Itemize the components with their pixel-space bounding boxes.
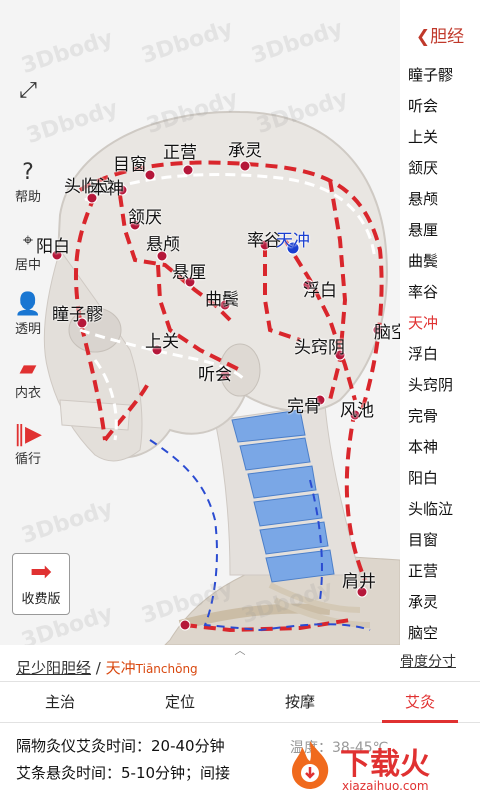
list-item[interactable]: 完骨 [408,407,439,425]
question-icon: ? [22,160,34,185]
play-bars-icon: ‖▶ [14,422,42,447]
transparent-button[interactable]: 👤 透明 [6,292,50,337]
list-item[interactable]: 头窍阴 [408,376,454,394]
point-label[interactable]: 脑空 [374,323,400,343]
list-item[interactable]: 曲鬓 [408,252,439,270]
tab-label: 主治 [44,693,75,711]
logo-text: 下载火 [340,747,430,782]
list-item[interactable]: 头临泣 [408,500,454,518]
person-icon: 👤 [14,292,42,317]
list-item[interactable]: 目窗 [408,531,439,549]
breadcrumb-pinyin: Tiānchōng [135,662,198,676]
breadcrumb-separator: / [95,659,101,677]
tab-label: 艾灸 [404,693,435,711]
point-label[interactable]: 上关 [145,332,179,352]
expand-icon: ⤢ [19,78,37,103]
point-label[interactable]: 风池 [340,401,374,421]
arrow-right-icon: ➡ [30,557,52,587]
crosshair-icon: ⌖ [22,230,34,251]
list-item[interactable]: 悬颅 [408,190,439,208]
point-label[interactable]: 完骨 [287,397,321,417]
point-label[interactable]: 头临泣 [64,177,115,197]
list-item[interactable]: 本神 [408,438,439,456]
underwear-icon: ▰ [19,356,37,381]
back-label: 胆经 [430,27,465,47]
underwear-label: 内衣 [14,386,41,401]
list-item[interactable]: 悬厘 [408,221,439,239]
acupoint-list[interactable]: ❮胆经 瞳子髎 听会 上关 颔厌 悬颅 悬厘 曲鬓 率谷 天冲 浮白 头窍阴 完… [400,0,480,645]
list-item[interactable]: 正营 [408,562,439,580]
point-label[interactable]: 阳白 [36,237,70,257]
list-item[interactable]: 听会 [408,97,439,115]
point-label[interactable]: 本神 [90,179,124,199]
pay-label: 收费版 [21,592,61,607]
flame-icon [292,741,329,789]
help-label: 帮助 [14,190,41,205]
pay-version-button[interactable]: ➡ 收费版 [12,553,70,615]
point-label[interactable]: 曲鬓 [205,290,239,310]
tab-location[interactable]: 定位 [120,682,240,722]
bone-measure-link[interactable]: 骨度分寸 [400,654,456,670]
point-label[interactable]: 颔厌 [128,208,162,228]
tab-moxibustion[interactable]: 艾灸 [360,682,480,723]
tab-massage[interactable]: 按摩 [240,682,360,722]
point-label[interactable]: 肩井 [342,572,376,592]
info-line: 艾条悬灸时间：5-10分钟；间接 [16,764,231,782]
transparent-label: 透明 [14,322,41,337]
expand-button[interactable]: ⤢ [6,78,50,104]
chevron-left-icon: ❮ [415,27,431,47]
center-label: 居中 [14,258,41,273]
point-label[interactable]: 率谷 [247,231,281,251]
point-label[interactable]: 目窗 [113,155,147,175]
list-item-active[interactable]: 天冲 [408,314,439,332]
list-item[interactable]: 阳白 [408,469,439,487]
drag-handle-icon[interactable]: ︿ [234,644,246,657]
logo-url: xiazaihuo.com [342,779,429,793]
point-label[interactable]: 悬颅 [146,235,180,255]
list-item[interactable]: 浮白 [408,345,439,363]
back-button[interactable]: ❮胆经 [400,22,480,52]
anatomy-view[interactable]: 3Dbody 3Dbody 3Dbody 3Dbody 3Dbody 3Dbod… [0,0,400,645]
center-button[interactable]: ⌖ 居中 [6,228,50,273]
loop-label: 循行 [14,452,41,467]
breadcrumb: 足少阳胆经 / 天冲Tiānchōng [16,657,198,678]
breadcrumb-meridian[interactable]: 足少阳胆经 [16,659,92,677]
underwear-button[interactable]: ▰ 内衣 [6,356,50,401]
tab-bar: 主治 定位 按摩 艾灸 [0,681,480,723]
list-item[interactable]: 承灵 [408,593,439,611]
detail-panel: ︿ 足少阳胆经 / 天冲Tiānchōng 骨度分寸 主治 定位 按摩 艾灸 隔… [0,644,480,800]
point-label-active[interactable]: 天冲 [276,231,310,251]
download-logo: 下载火 xiazaihuo.com [284,735,480,800]
list-item[interactable]: 瞳子髎 [408,66,454,84]
point-label[interactable]: 承灵 [228,141,262,161]
list-item[interactable]: 上关 [408,128,439,146]
point-label[interactable]: 正营 [163,143,197,163]
point-label[interactable]: 瞳子髎 [52,305,103,325]
point-label[interactable]: 浮白 [303,281,337,301]
tab-indications[interactable]: 主治 [0,682,120,722]
point-label[interactable]: 悬厘 [172,263,206,283]
list-item[interactable]: 率谷 [408,283,439,301]
point-label[interactable]: 听会 [198,365,232,385]
head-illustration [43,110,400,645]
help-button[interactable]: ? 帮助 [6,160,50,205]
tab-label: 定位 [164,693,195,711]
tab-indicator [382,720,458,723]
breadcrumb-point: 天冲 [105,659,136,677]
info-line: 隔物灸仪艾灸时间：20-40分钟 [16,737,225,755]
loop-button[interactable]: ‖▶ 循行 [6,422,50,467]
point-label[interactable]: 头窍阴 [294,338,345,358]
tab-label: 按摩 [284,693,315,711]
list-item[interactable]: 颔厌 [408,159,439,177]
list-item[interactable]: 脑空 [408,624,439,642]
